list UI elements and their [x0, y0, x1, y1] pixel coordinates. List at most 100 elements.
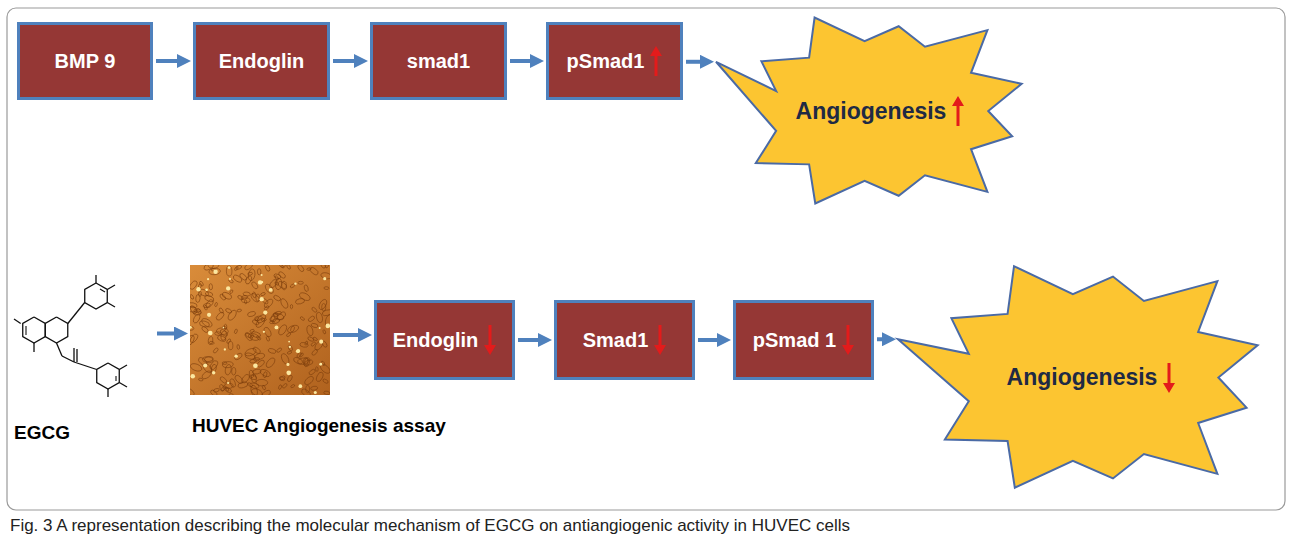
cell-shape	[263, 298, 274, 309]
cell-shape	[256, 313, 268, 324]
huvec-micrograph	[190, 265, 330, 395]
bright-spot	[286, 363, 289, 366]
cell-shape	[237, 309, 242, 313]
cell-shape	[229, 394, 233, 395]
image-label: HUVEC Angiogenesis assay	[192, 415, 446, 437]
box-content: Smad1	[583, 325, 667, 355]
cell-shape	[265, 265, 271, 272]
cell-shape	[253, 357, 259, 361]
cell-shape	[281, 265, 286, 269]
bright-spot	[207, 313, 211, 317]
bright-spot	[190, 326, 192, 329]
assay-image: HUVEC Angiogenesis assay	[190, 265, 330, 395]
molecule-bond	[107, 389, 108, 397]
cell-shape	[235, 265, 242, 270]
cell-shape	[190, 306, 197, 312]
egcg-structure	[12, 272, 154, 402]
cell-shape	[251, 331, 262, 339]
cell-shape	[298, 291, 311, 302]
box-label: Endoglin	[219, 50, 305, 73]
red-arrow-shape	[842, 325, 854, 355]
bright-spot	[319, 340, 323, 344]
cell-shape	[287, 351, 292, 355]
cell-shape	[201, 369, 213, 380]
red-arrow-shape	[952, 96, 964, 126]
cell-shape	[310, 386, 318, 391]
cell-shape	[324, 287, 329, 290]
molecule-bond	[76, 349, 77, 362]
flow-arrow	[877, 337, 885, 341]
box-content: Endoglin	[393, 325, 497, 355]
molecule-bond	[57, 343, 63, 356]
cell-shape	[259, 368, 271, 378]
cell-shape	[322, 329, 326, 334]
cell-shape	[195, 294, 200, 302]
cell-shape	[219, 384, 225, 392]
cell-shape	[216, 328, 228, 335]
cell-shape	[198, 291, 201, 296]
cell-shape	[311, 307, 318, 314]
cell-shape	[215, 311, 225, 322]
figure-caption: Fig. 3 A representation describing the m…	[10, 516, 850, 536]
cell-shape	[263, 371, 268, 378]
cell-shape	[213, 388, 220, 393]
red-arrow-shape	[654, 325, 666, 355]
bright-spot	[261, 274, 263, 276]
molecule-bond	[73, 348, 74, 362]
cell-shape	[249, 292, 260, 303]
cell-shape	[228, 279, 234, 284]
box-label: pSmad 1	[753, 329, 836, 352]
cell-shape	[298, 281, 303, 284]
cell-shape	[277, 323, 288, 336]
cell-shape	[252, 292, 256, 298]
cell-shape	[297, 265, 305, 273]
cell-shape	[234, 352, 244, 361]
cell-shape	[276, 347, 282, 353]
cell-shape	[268, 348, 277, 354]
bright-spot	[258, 280, 262, 284]
cell-shape	[287, 374, 294, 382]
cell-shape	[282, 383, 288, 389]
cell-shape	[257, 269, 261, 275]
cell-shape	[252, 368, 261, 374]
process-box: Smad1	[554, 300, 695, 380]
cell-shape	[249, 374, 257, 380]
molecule-bond	[97, 363, 120, 389]
cell-shape	[323, 391, 330, 395]
cell-shape	[190, 302, 198, 309]
process-box: BMP 9	[17, 22, 153, 100]
cell-shape	[307, 315, 315, 322]
cell-shape	[237, 344, 240, 349]
cell-shape	[249, 382, 259, 389]
cell-shape	[224, 364, 232, 375]
box-label: BMP 9	[55, 50, 116, 73]
bright-spot	[208, 331, 213, 336]
cell-shape	[224, 386, 233, 393]
molecule-bond	[115, 376, 116, 381]
starburst-content: Angiogenesis	[1007, 363, 1176, 393]
bright-spot	[275, 325, 279, 329]
cell-shape	[199, 320, 210, 328]
cell-shape	[295, 298, 305, 305]
cell-shape	[254, 316, 262, 322]
flow-arrow	[157, 332, 177, 336]
bright-spot	[261, 281, 263, 283]
cell-shape	[226, 266, 232, 276]
starburst-outcome: Angiogenesis	[716, 4, 1044, 218]
bright-spot	[224, 348, 226, 350]
cell-shape	[304, 284, 309, 291]
cell-shape	[260, 292, 265, 296]
cell-shape	[244, 265, 254, 271]
box-content: smad1	[407, 50, 470, 73]
process-box: pSmad1	[546, 22, 683, 100]
bright-spot	[263, 310, 267, 314]
cell-shape	[219, 293, 227, 301]
box-label: Endoglin	[393, 329, 479, 352]
cell-shape	[222, 326, 227, 330]
cell-shape	[231, 367, 236, 375]
bright-spot	[289, 346, 291, 348]
molecule-bond	[25, 326, 26, 335]
process-box: Endoglin	[193, 22, 330, 100]
cell-shape	[220, 331, 226, 341]
bright-spot	[298, 384, 302, 388]
